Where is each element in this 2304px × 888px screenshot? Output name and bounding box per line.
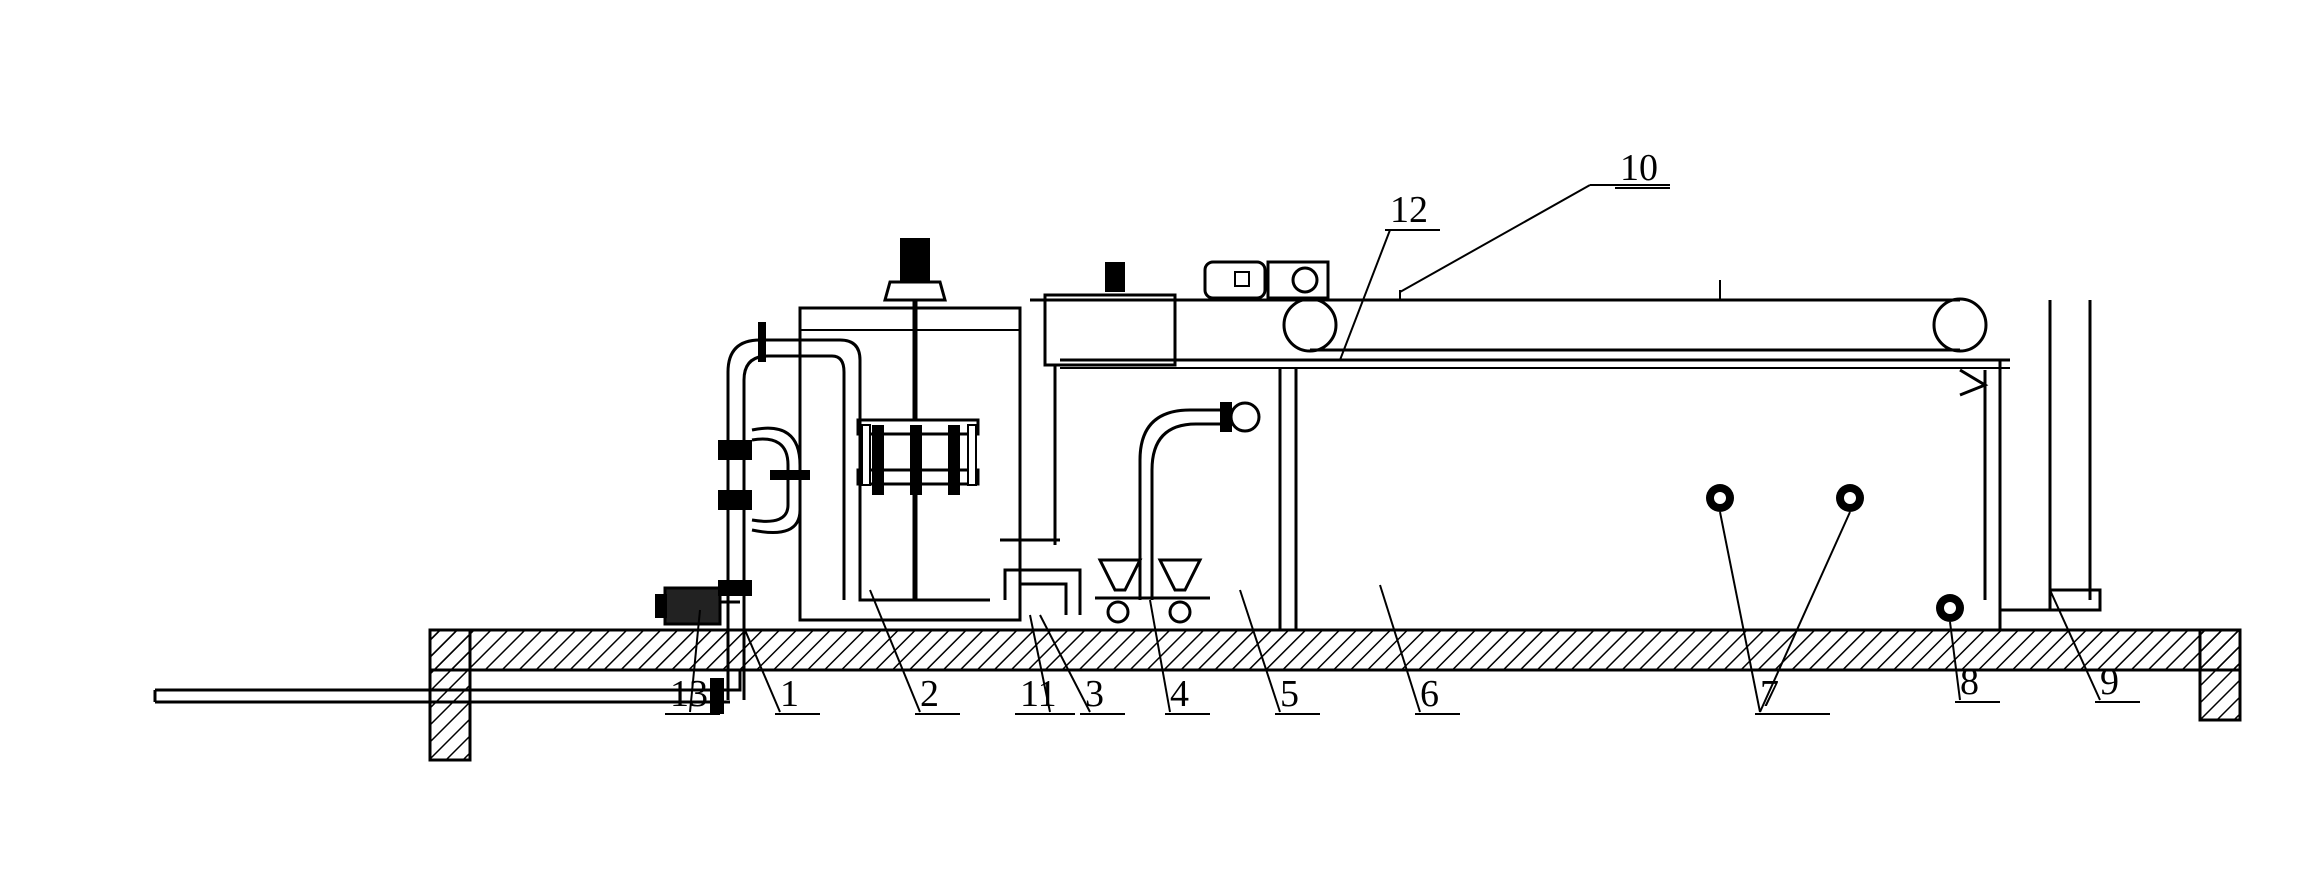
label-8: 8 xyxy=(1960,661,1979,703)
skimmer-conveyor xyxy=(1203,260,1988,353)
label-11: 11 xyxy=(1020,673,1057,715)
label-6: 6 xyxy=(1420,673,1439,715)
label-1: 1 xyxy=(780,673,799,715)
release-nozzles-4 xyxy=(1095,401,1261,624)
label-underlines xyxy=(665,187,2140,715)
label-9: 9 xyxy=(2100,661,2119,703)
label-12: 12 xyxy=(1390,189,1428,231)
aerators xyxy=(1706,484,1964,622)
label-2: 2 xyxy=(920,673,939,715)
leader-lines xyxy=(689,184,2101,713)
label-3: 3 xyxy=(1085,673,1104,715)
label-4: 4 xyxy=(1170,673,1189,715)
reaction-tank-2 xyxy=(798,238,1022,622)
foundation-slab xyxy=(428,628,2242,762)
label-10: 10 xyxy=(1620,147,1658,189)
pump-13 xyxy=(655,586,740,626)
dosing-chamber-3 xyxy=(1000,262,1177,615)
flotation-tank xyxy=(1030,298,2102,630)
label-5: 5 xyxy=(1280,673,1299,715)
label-13: 13 xyxy=(670,673,708,715)
label-7: 7 xyxy=(1760,673,1779,715)
inlet-pipe xyxy=(153,678,730,714)
